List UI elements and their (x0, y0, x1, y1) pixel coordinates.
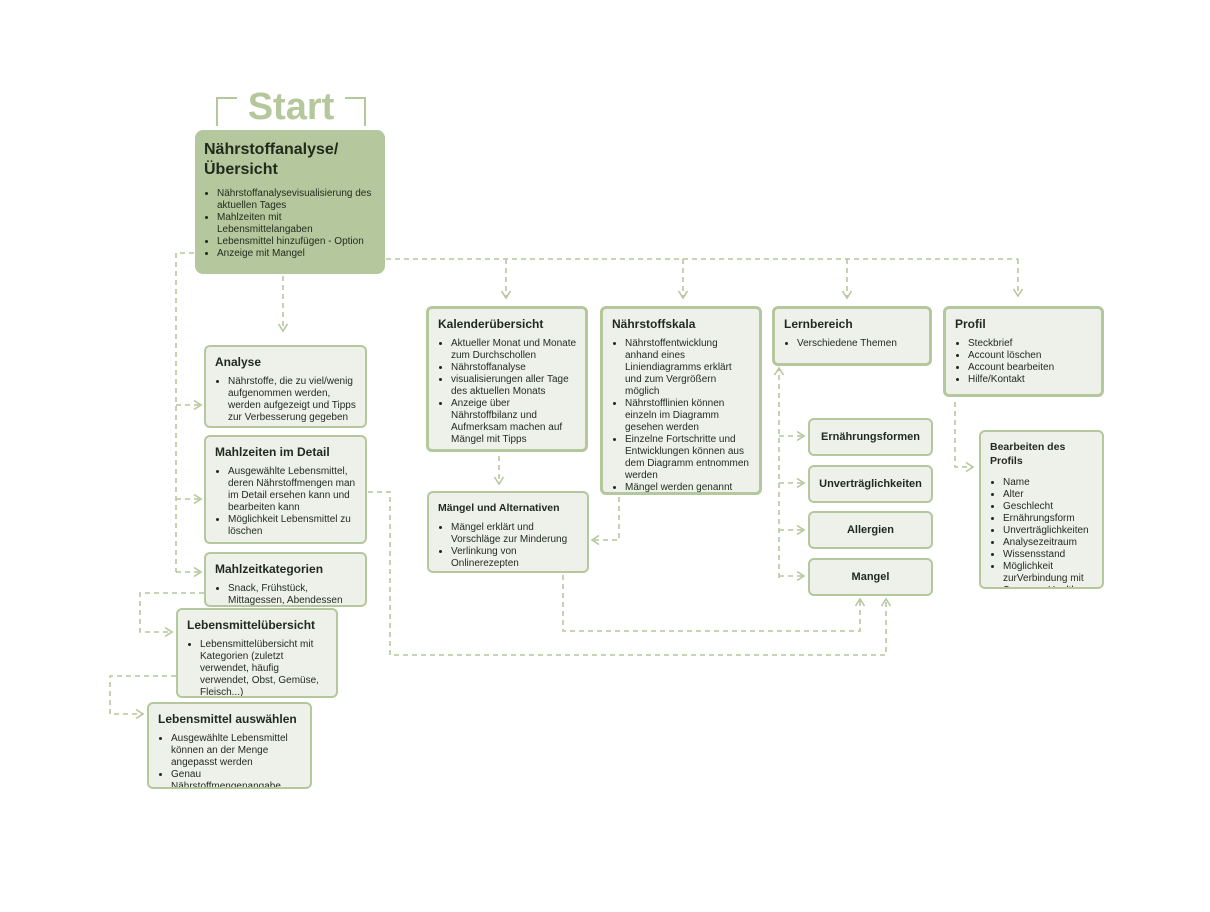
arrow-skala-to-maengel (590, 497, 620, 546)
arrow-to-lebensmitteluebersicht (139, 592, 204, 638)
list-item: Anzeige über Nährstoffbilanz und Aufmerk… (451, 398, 577, 446)
box-list: Verschiedene Themen (784, 338, 921, 350)
box-list: Mängel erklärt und Vorschläge zur Minder… (438, 522, 579, 570)
list-item: Unverträglichkeiten (1003, 525, 1094, 537)
box-title: Analyse (215, 355, 262, 369)
list-item: Snack, Frühstück, Mittagessen, Abendesse… (228, 583, 357, 605)
box-list: Aktueller Monat und Monate zum Durchscho… (438, 338, 577, 446)
box-analyse[interactable]: Analyse Nährstoffe, die zu viel/wenig au… (204, 345, 367, 428)
box-title: Kalenderübersicht (438, 317, 544, 331)
list-item: Mängel erklärt und Vorschläge zur Minder… (451, 522, 579, 546)
box-title: Nährstoffskala (612, 317, 696, 331)
box-lebensmitteluebersicht[interactable]: Lebensmittelübersicht Lebensmittelübersi… (176, 608, 338, 698)
left-spine (175, 252, 194, 572)
box-profil[interactable]: Profil Steckbrief Account löschen Accoun… (943, 306, 1104, 397)
box-unvertraeglichkeiten[interactable]: Unverträglichkeiten (808, 465, 933, 503)
box-maengel-und-alternativen[interactable]: Mängel und Alternativen Mängel erklärt u… (427, 491, 589, 573)
box-mangel[interactable]: Mangel (808, 558, 933, 596)
list-item: Einzelne Fortschritte und Entwicklungen … (625, 434, 751, 482)
list-item: Ernährungsform (1003, 513, 1094, 525)
box-ernaehrungsformen[interactable]: Ernährungsformen (808, 418, 933, 456)
list-item: Name (1003, 477, 1094, 489)
list-item: Lebensmittelübersicht mit Kategorien (zu… (200, 639, 328, 696)
box-title: Mängel und Alternativen (438, 502, 560, 514)
list-item: Mahlzeiten mit Lebensmittelangaben (217, 212, 375, 236)
list-item: Mängel werden genannt (625, 482, 751, 492)
box-list: Snack, Frühstück, Mittagessen, Abendesse… (215, 583, 357, 605)
box-title: Lebensmittelübersicht (187, 618, 316, 632)
box-lebensmittel-auswaehlen[interactable]: Lebensmittel auswählen Ausgewählte Leben… (147, 702, 312, 789)
arrow-to-lebensmittel-auswaehlen (109, 675, 176, 720)
box-title: Mahlzeiten im Detail (215, 445, 330, 459)
box-title: Nährstoffanalyse/ Übersicht (204, 141, 339, 178)
box-list: Nährstoffe, die zu viel/wenig aufgenomme… (215, 376, 357, 424)
box-list: Ausgewählte Lebensmittel können an der M… (158, 733, 302, 787)
arrow-profil-to-bearbeiten (954, 402, 975, 473)
list-item: Geschlecht (1003, 501, 1094, 513)
list-item: Wissensstand (1003, 549, 1094, 561)
box-list: Ausgewählte Lebensmittel, deren Nährstof… (215, 466, 357, 538)
start-bracket-right (345, 97, 366, 126)
list-item: Nährstoffe, die zu viel/wenig aufgenomme… (228, 376, 357, 424)
box-title: Profil (955, 317, 986, 331)
start-bracket-left (216, 97, 237, 126)
list-item: Anzeige mit Mangel (217, 248, 375, 260)
list-item: Nährstoffentwicklung anhand eines Linien… (625, 338, 751, 398)
list-item: Account bearbeiten (968, 362, 1093, 374)
list-item: Aktueller Monat und Monate zum Durchscho… (451, 338, 577, 362)
box-kalenderuebersicht[interactable]: Kalenderübersicht Aktueller Monat und Mo… (426, 306, 588, 452)
list-item: Ausgewählte Lebensmittel, deren Nährstof… (228, 466, 357, 514)
list-item: Analysezeitraum (1003, 537, 1094, 549)
box-bearbeiten-des-profils[interactable]: Bearbeiten des Profils Name Alter Geschl… (979, 430, 1104, 589)
list-item: Nährstoffanalyse (451, 362, 577, 374)
box-mahlzeitkategorien[interactable]: Mahlzeitkategorien Snack, Frühstück, Mit… (204, 552, 367, 607)
box-title: Lebensmittel auswählen (158, 712, 297, 726)
box-list: Nährstoffanalysevisualisierung des aktue… (204, 188, 375, 260)
box-title: Bearbeiten des Profils (990, 441, 1066, 467)
box-allergien[interactable]: Allergien (808, 511, 933, 549)
start-label: Start (247, 86, 335, 128)
list-item: Nährstoffanalysevisualisierung des aktue… (217, 188, 375, 212)
list-item: Lebensmittel hinzufügen - Option (217, 236, 375, 248)
list-item: Steckbrief (968, 338, 1093, 350)
box-mahlzeiten-im-detail[interactable]: Mahlzeiten im Detail Ausgewählte Lebensm… (204, 435, 367, 544)
list-item: Ausgewählte Lebensmittel können an der M… (171, 733, 302, 769)
box-lernbereich[interactable]: Lernbereich Verschiedene Themen (772, 306, 932, 366)
list-item: Alter (1003, 489, 1094, 501)
arrow-mahlzeiten-to-mangel (368, 491, 892, 656)
box-list: Lebensmittelübersicht mit Kategorien (zu… (187, 639, 328, 696)
box-title: Lernbereich (784, 317, 853, 331)
list-item: Hilfe/Kontakt (968, 374, 1093, 386)
arrow-maengel-to-mangel (562, 575, 866, 632)
list-item: Nährstofflinien können einzeln im Diagra… (625, 398, 751, 434)
list-item: Account löschen (968, 350, 1093, 362)
box-title: Mahlzeitkategorien (215, 562, 324, 576)
box-naehrstoffskala[interactable]: Nährstoffskala Nährstoffentwicklung anha… (600, 306, 762, 495)
box-list: Nährstoffentwicklung anhand eines Linien… (612, 338, 751, 492)
list-item: Verlinkung von Onlinerezepten (451, 546, 579, 570)
box-list: Name Alter Geschlecht Ernährungsform Unv… (990, 477, 1094, 587)
list-item: visualisierungen aller Tage des aktuelle… (451, 374, 577, 398)
list-item: Möglichkeit Lebensmittel zu löschen (228, 514, 357, 538)
list-item: Genau Nährstoffmengenangabe (171, 769, 302, 787)
box-list: Steckbrief Account löschen Account bearb… (955, 338, 1093, 386)
list-item: Möglichkeit zurVerbindung mit Samsung He… (1003, 561, 1094, 587)
list-item: Verschiedene Themen (797, 338, 921, 350)
box-naehrstoffanalyse-uebersicht[interactable]: Nährstoffanalyse/ Übersicht Nährstoffana… (195, 130, 385, 274)
